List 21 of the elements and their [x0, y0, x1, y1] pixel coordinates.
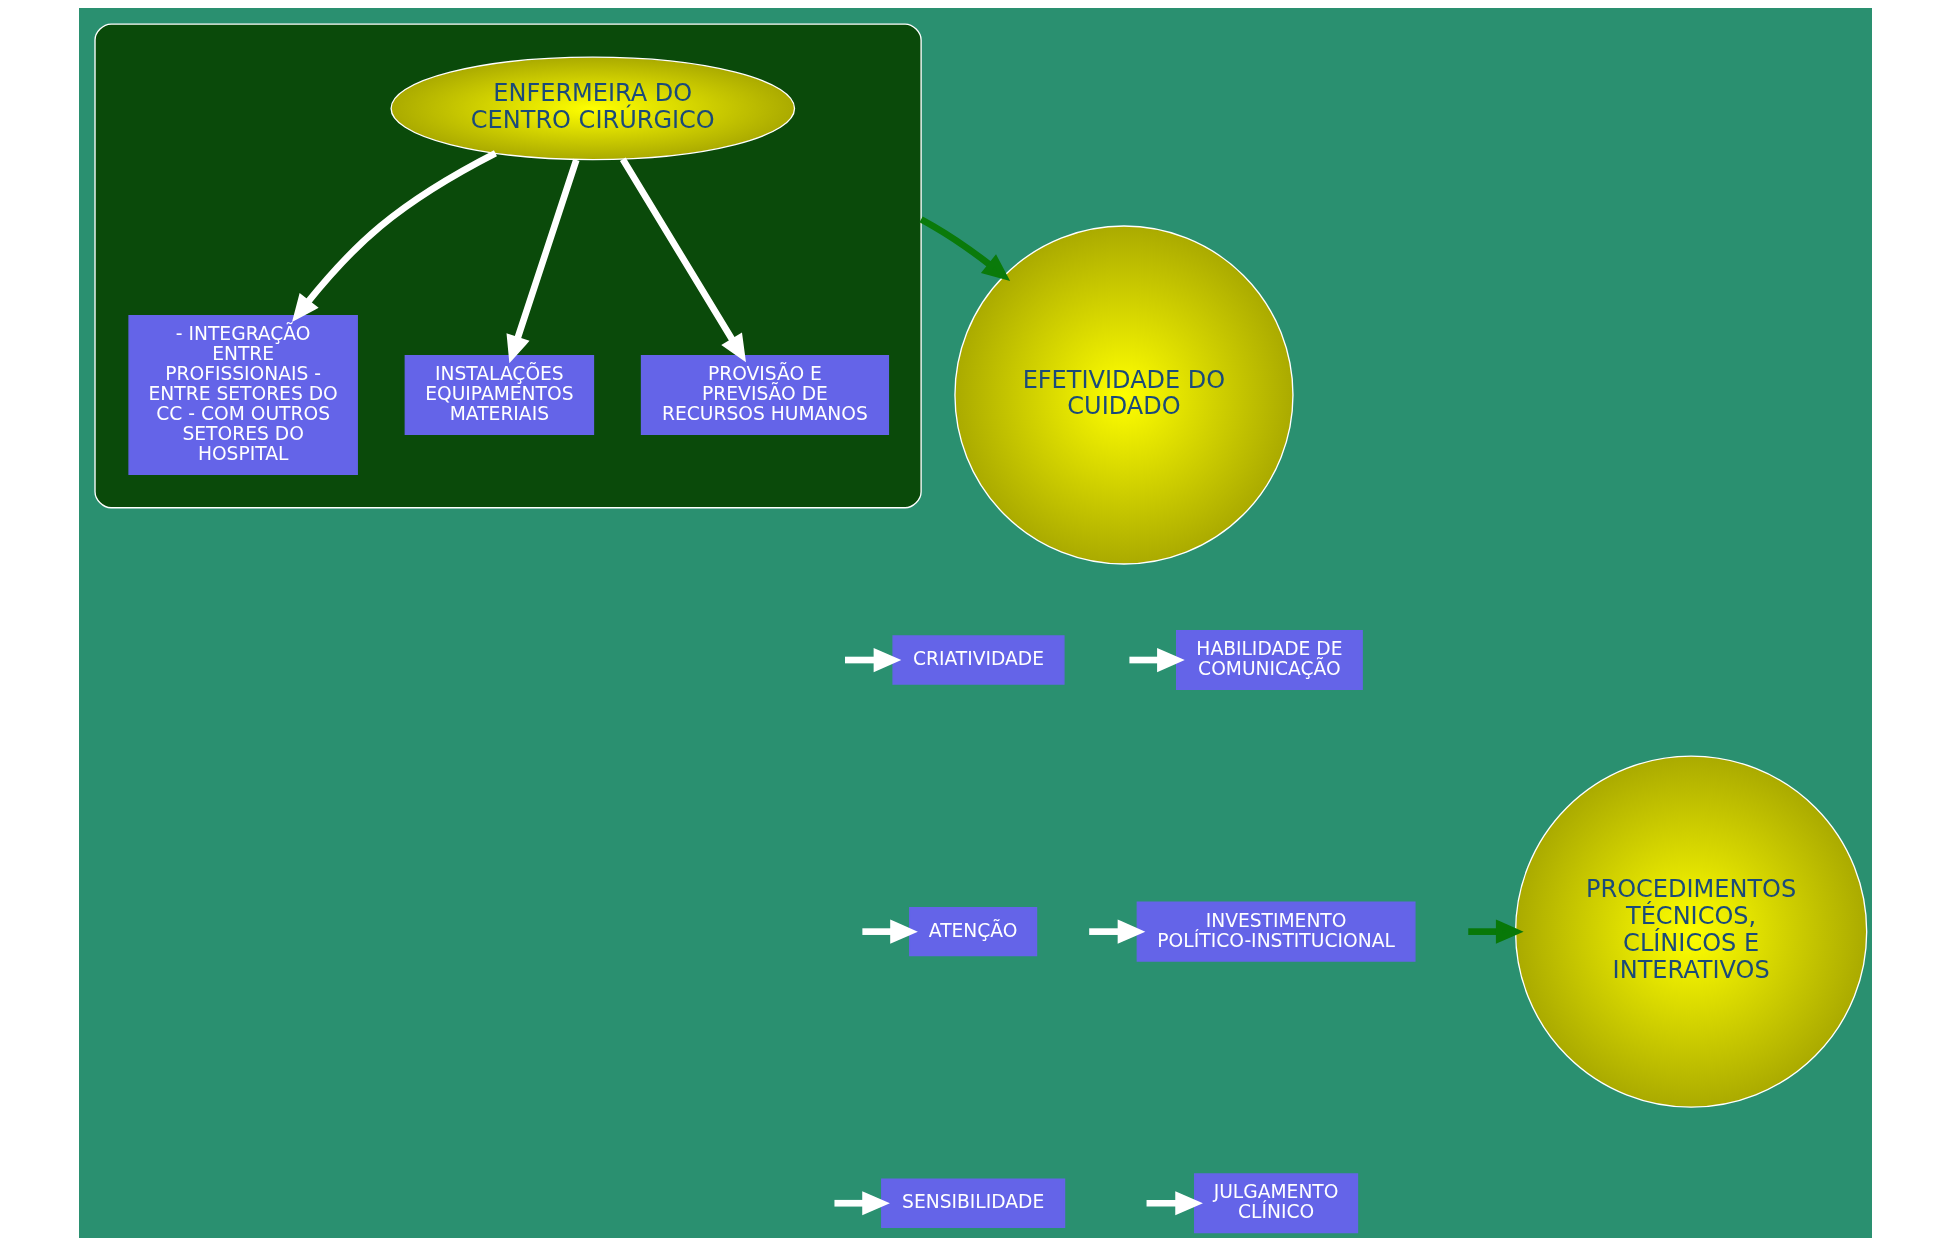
node-box: CRIATIVIDADE	[892, 635, 1065, 685]
arrow	[1129, 647, 1185, 673]
arrow	[834, 1191, 890, 1216]
arrow	[506, 158, 580, 364]
arrow	[292, 150, 497, 323]
arrow	[862, 919, 918, 944]
arrow	[619, 157, 746, 363]
cluster	[94, 23, 922, 509]
node-ellipse: ENFERMEIRA DO CENTRO CIRÚRGICO	[390, 56, 796, 161]
node-box: INVESTIMENTO POLÍTICO-INSTITUCIONAL	[1136, 901, 1416, 962]
node-box: - INTEGRAÇÃO ENTRE PROFISSIONAIS - ENTRE SETORES DO CC - COM OUTROS SETORES DO HOSPITAL	[128, 314, 358, 476]
node-circle: PROCEDIMENTOS TÉCNICOS, CLÍNICOS E INTERATIVOS	[1514, 755, 1868, 1108]
node-box: ATENÇÃO	[909, 906, 1038, 957]
arrow	[1146, 1191, 1203, 1216]
node-box: SENSIBILIDADE	[881, 1178, 1066, 1228]
node-box: JULGAMENTO CLÍNICO	[1194, 1173, 1359, 1234]
arrow	[919, 216, 1011, 281]
node-box: INSTALAÇÕES EQUIPAMENTOS MATERIAIS	[404, 354, 595, 436]
node-box: HABILIDADE DE COMUNICAÇÃO	[1176, 630, 1363, 691]
node-circle: EFETIVIDADE DO CUIDADO	[954, 225, 1294, 565]
node-box: PROVISÃO E PREVISÃO DE RECURSOS HUMANOS	[640, 354, 890, 436]
